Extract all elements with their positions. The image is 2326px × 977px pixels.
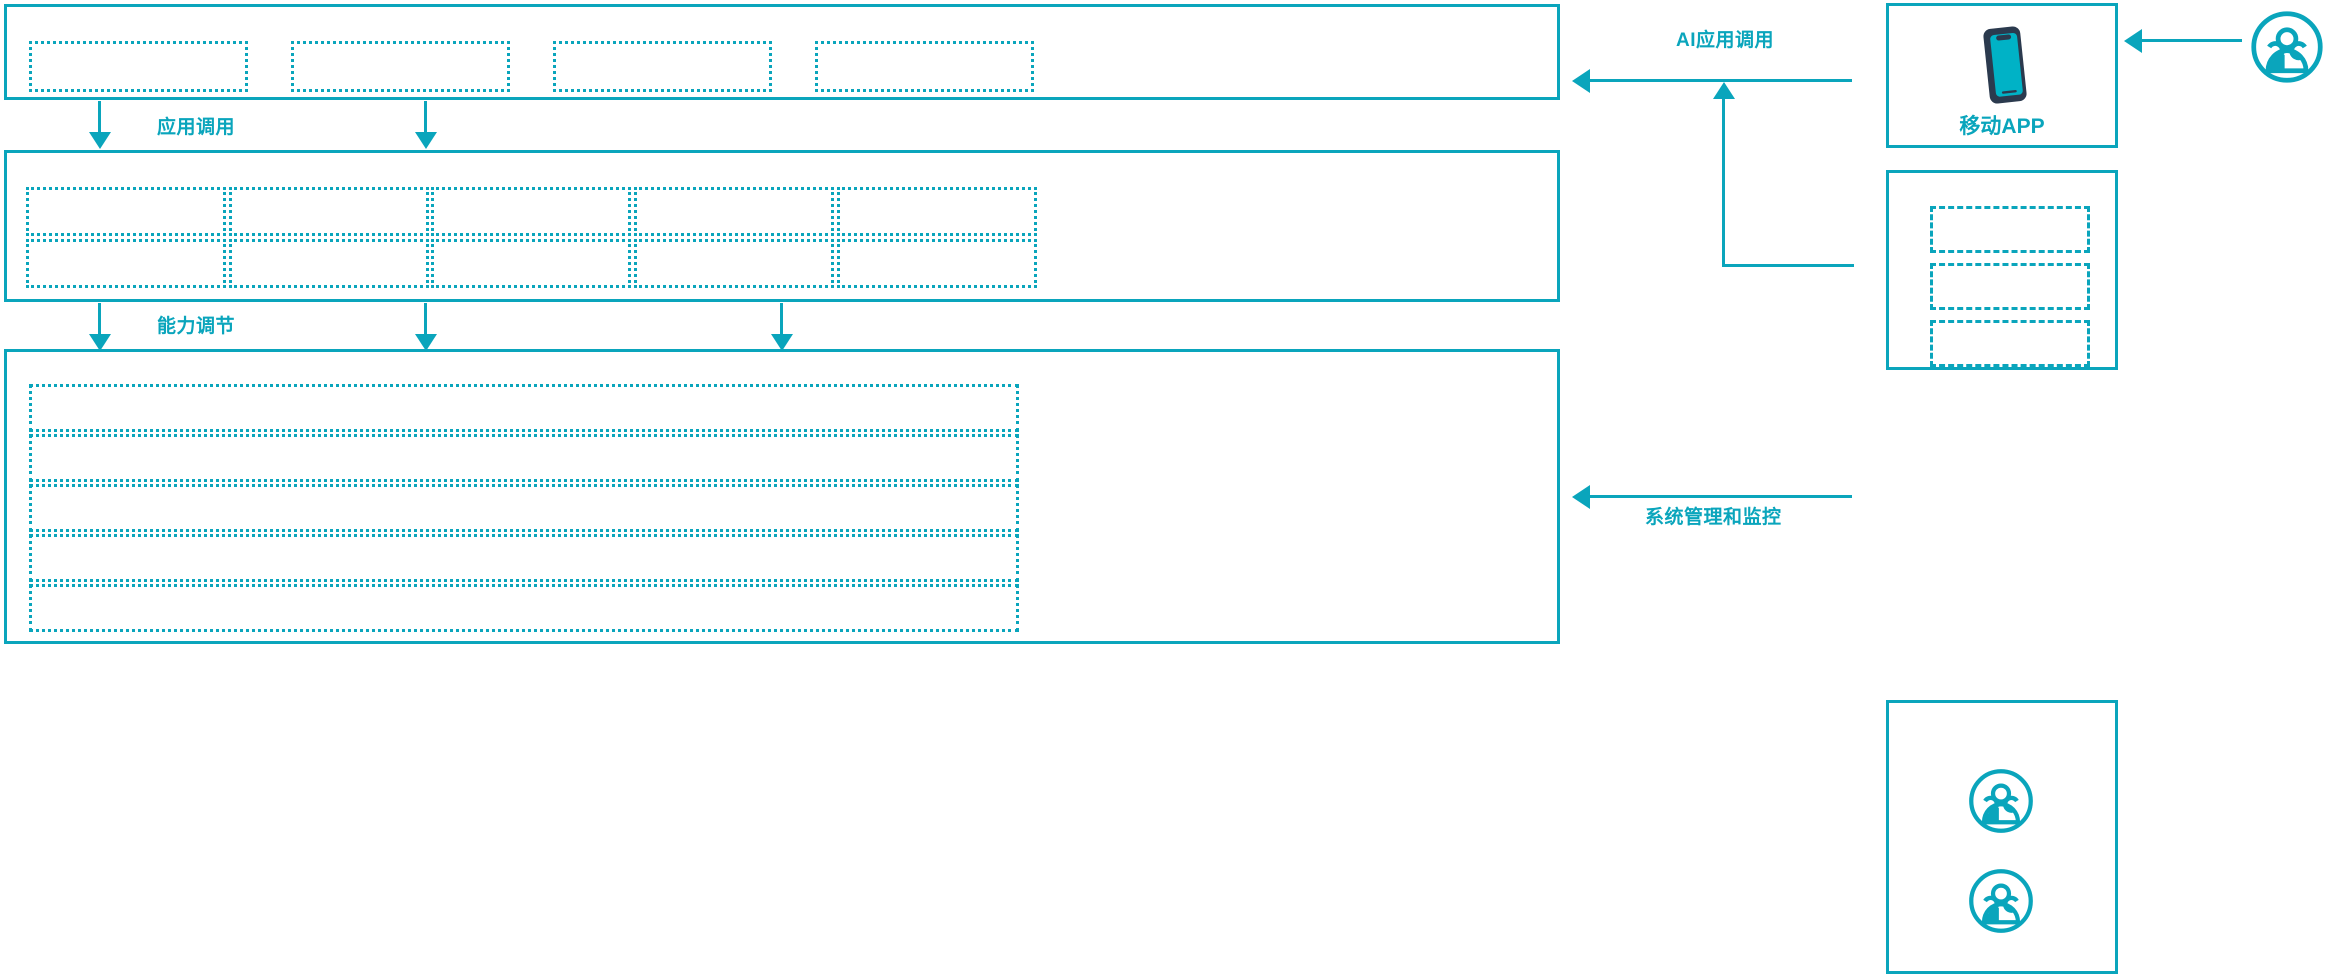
capability-layer-cell-4[interactable] <box>634 187 834 236</box>
application-layer-container <box>4 4 1560 100</box>
user-group-icon <box>2249 9 2325 85</box>
ai-app-call-feeder-elbow <box>1722 264 1854 267</box>
end-user-arrow-head <box>2124 29 2142 53</box>
end-user-arrow-shaft <box>2142 39 2242 42</box>
capability-adjust-arrow-1-shaft <box>98 303 101 336</box>
sys-manage-shaft <box>1590 495 1852 498</box>
user-group-icon <box>1967 767 2035 835</box>
capability-adjust-arrow-1-head <box>89 334 111 351</box>
channel-panel[interactable] <box>1886 170 2118 370</box>
platform-layer-container <box>4 349 1560 644</box>
flow-label-ai-app-call: AI应用调用 <box>1676 30 1775 51</box>
flow-label-capability-adjust: 能力调节 <box>157 316 236 337</box>
app-call-arrow-1-shaft <box>98 101 101 134</box>
application-layer-cell-1[interactable] <box>29 41 248 92</box>
capability-layer-cell-10[interactable] <box>837 239 1037 288</box>
capability-layer-cell-7[interactable] <box>229 239 429 288</box>
app-call-arrow-2-head <box>415 132 437 149</box>
channel-panel-cell-3[interactable] <box>1930 320 2090 367</box>
application-layer-cell-3[interactable] <box>553 41 772 92</box>
channel-panel-cell-1[interactable] <box>1930 206 2090 253</box>
capability-layer-container <box>4 150 1560 302</box>
capability-layer-cell-5[interactable] <box>837 187 1037 236</box>
app-call-arrow-1-head <box>89 132 111 149</box>
platform-layer-row-3[interactable] <box>29 484 1019 532</box>
capability-layer-cell-6[interactable] <box>26 239 226 288</box>
platform-layer-row-1[interactable] <box>29 384 1019 432</box>
mobile-phone-icon <box>1958 23 2052 107</box>
mobile-app-panel-label: 移动APP <box>1959 115 2045 138</box>
platform-layer-row-4[interactable] <box>29 534 1019 582</box>
platform-layer-row-2[interactable] <box>29 434 1019 482</box>
capability-adjust-arrow-3-head <box>771 334 793 351</box>
admin-panel[interactable] <box>1886 700 2118 974</box>
application-layer-cell-4[interactable] <box>815 41 1034 92</box>
mobile-app-panel[interactable]: 移动APP <box>1886 3 2118 148</box>
ai-app-call-arrow-head <box>1572 69 1590 93</box>
app-call-arrow-2-shaft <box>424 101 427 134</box>
ai-app-call-feeder-shaft <box>1722 99 1725 267</box>
capability-layer-cell-2[interactable] <box>229 187 429 236</box>
capability-layer-cell-3[interactable] <box>431 187 631 236</box>
sys-manage-arrow-head <box>1572 485 1590 509</box>
flow-label-sys-manage-monitor: 系统管理和监控 <box>1645 507 1782 528</box>
ai-app-call-feeder-head <box>1713 82 1735 99</box>
user-group-icon <box>1967 867 2035 935</box>
application-layer-cell-2[interactable] <box>291 41 510 92</box>
capability-layer-cell-9[interactable] <box>634 239 834 288</box>
capability-layer-cell-1[interactable] <box>26 187 226 236</box>
capability-adjust-arrow-3-shaft <box>780 303 783 336</box>
capability-adjust-arrow-2-head <box>415 334 437 351</box>
capability-layer-cell-8[interactable] <box>431 239 631 288</box>
flow-label-app-call: 应用调用 <box>157 117 236 138</box>
channel-panel-cell-2[interactable] <box>1930 263 2090 310</box>
capability-adjust-arrow-2-shaft <box>424 303 427 336</box>
platform-layer-row-5[interactable] <box>29 584 1019 632</box>
ai-app-call-shaft <box>1590 79 1852 82</box>
